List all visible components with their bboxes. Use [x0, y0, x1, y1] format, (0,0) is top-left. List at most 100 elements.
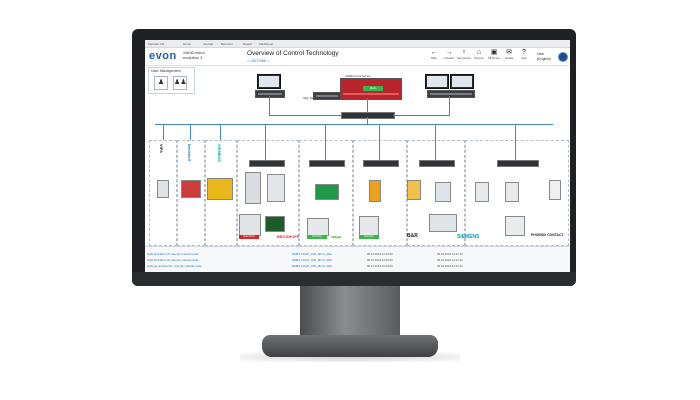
- pictures-button[interactable]: ⌂Pictures: [472, 49, 486, 64]
- network-line: [449, 96, 450, 116]
- alarm-source: DEMO LIGHT_C03_SD.xx_Man: [292, 264, 333, 268]
- device-beckhoff-bus: [181, 180, 201, 198]
- back-button[interactable]: ←Back: [427, 49, 441, 64]
- controller-col5: [505, 216, 525, 236]
- vendor-column-br: [353, 140, 407, 246]
- monitor-chin: [132, 272, 576, 286]
- network-line: [367, 117, 368, 124]
- device-col1-b: [267, 174, 285, 202]
- alarm-text: Light third floor 10: Use the manual mod…: [147, 258, 199, 262]
- device-vipa: [157, 180, 169, 198]
- status-badge-col1: Dose Error: [239, 235, 259, 239]
- user-icon[interactable]: ♟: [154, 76, 168, 90]
- back-label: Back: [431, 57, 437, 60]
- status-badge-col2: Running: [307, 235, 327, 239]
- menu-item-report[interactable]: Report: [243, 41, 253, 46]
- vendor-label-phoenix: PHOENIX CONTACT: [531, 233, 564, 237]
- app-name: XAMControl evolution 3: [183, 50, 205, 60]
- update-button[interactable]: ✉Update: [502, 49, 516, 64]
- device-col5-a: [475, 182, 489, 202]
- alarm-text: Light third floor 10: Use the manual mod…: [147, 252, 199, 256]
- device-col1-a: [245, 172, 261, 204]
- xam-server-label: XAMControl Server: [345, 74, 371, 78]
- menu-item-benutzer[interactable]: Benutzer: [221, 41, 234, 46]
- page-title: Overview of Control Technology: [247, 50, 339, 57]
- workstation-monitor-right-1: [425, 74, 449, 89]
- switch-5: [497, 160, 539, 167]
- device-col3-b: [407, 180, 421, 200]
- home-icon: ⌂: [476, 49, 482, 56]
- switch-2: [309, 160, 345, 167]
- network-line: [220, 124, 221, 140]
- forward-label: Forward: [444, 57, 454, 60]
- workstation-monitor-left: [257, 74, 281, 89]
- controller-col1: [239, 214, 261, 236]
- alarm-text: Light ground floor 01: Use the manual mo…: [147, 264, 202, 268]
- menu-item-oe-report[interactable]: OE-Report: [259, 41, 274, 46]
- network-line: [515, 124, 516, 160]
- alarm-time: 09.01.2018 12:22:00: [367, 264, 393, 268]
- alarm-row[interactable]: Light third floor 10: Use the manual mod…: [147, 258, 567, 263]
- off-screen-button[interactable]: ▣Off Screen: [487, 49, 501, 64]
- sql-server-label: SQL Server: [303, 96, 319, 100]
- app-header: evon XAMControl evolution 3 Overview of …: [145, 48, 570, 66]
- vendor-label-beckhoff-bus: Beckhoff: [187, 144, 192, 162]
- update-label: Update: [504, 57, 514, 60]
- users-group-icon[interactable]: ♟♟: [173, 76, 187, 90]
- workstation-right-server: [427, 90, 475, 98]
- next-picture-label: Next picture: [457, 57, 471, 60]
- vendor-column-wago: [299, 140, 353, 246]
- network-line: [367, 98, 368, 112]
- device-siemens-bus: [207, 178, 233, 200]
- menu-item-journal[interactable]: Journal: [203, 41, 213, 46]
- vendor-label-vipa: VIPA: [159, 144, 164, 154]
- vendor-column-beckhoff-bus: [177, 140, 205, 246]
- controller-col4: [429, 214, 457, 232]
- vendor-column-siemens-bus: [205, 140, 237, 246]
- switch-4: [419, 160, 455, 167]
- app-name-line1: XAMControl: [183, 50, 205, 55]
- monitor-stand-neck: [300, 281, 400, 341]
- user-management-panel: User Management ♟ ♟♟: [148, 67, 195, 94]
- vendor-column-vipa: [149, 140, 177, 246]
- help-icon: ?: [522, 49, 526, 56]
- switch-1: [249, 160, 285, 167]
- device-col5-c: [549, 180, 561, 200]
- menu-item-home[interactable]: Home: [183, 41, 192, 46]
- user-name: User: [537, 52, 545, 56]
- update-icon: ✉: [506, 49, 512, 56]
- help-button[interactable]: ?Help: [517, 49, 531, 64]
- switch-3: [363, 160, 399, 167]
- device-col4: [435, 182, 451, 202]
- window-tab[interactable]: Zentrale CH: [148, 41, 165, 46]
- main-status-badge: Main: [363, 86, 383, 91]
- alarm-source: DEMO LIGHT_C03_SD.xx_Man: [292, 258, 333, 262]
- help-label: Help: [521, 57, 527, 60]
- back-icon: ←: [430, 49, 438, 56]
- alarm-time: 09.01.2018 12:22:00: [367, 252, 393, 256]
- workstation-monitor-right-2: [450, 74, 474, 89]
- user-info[interactable]: User (English): [537, 52, 551, 61]
- next-picture-button[interactable]: ↑Next picture: [457, 49, 471, 64]
- forward-button[interactable]: →Forward: [442, 49, 456, 64]
- evon-logo: evon: [149, 50, 177, 62]
- user-management-title: User Management: [151, 69, 181, 73]
- alarm-list: Light third floor 10: Use the manual mod…: [145, 246, 570, 272]
- network-line: [163, 124, 164, 140]
- alarm-row[interactable]: Light third floor 10: Use the manual mod…: [147, 252, 567, 257]
- network-line: [325, 124, 326, 160]
- network-line: [269, 115, 341, 116]
- alarm-time: 09.01.2018 12:22:00: [367, 258, 393, 262]
- device-col3-a: [369, 180, 381, 202]
- user-avatar-icon[interactable]: [558, 52, 568, 62]
- forward-icon: →: [445, 49, 453, 56]
- vendor-label-br: B&R: [407, 233, 418, 239]
- user-language: (English): [537, 56, 551, 61]
- status-badge-col3: Running: [359, 235, 379, 239]
- vendor-label-beckhoff: BECKHOFF: [277, 234, 300, 239]
- page-subtitle: < 24/7/365 >: [247, 58, 270, 63]
- vendor-label-siemens-bus: SIEMENS: [217, 144, 222, 163]
- pictures-label: Pictures: [474, 57, 484, 60]
- device-col5-b: [505, 182, 519, 202]
- alarm-row[interactable]: Light ground floor 01: Use the manual mo…: [147, 264, 567, 269]
